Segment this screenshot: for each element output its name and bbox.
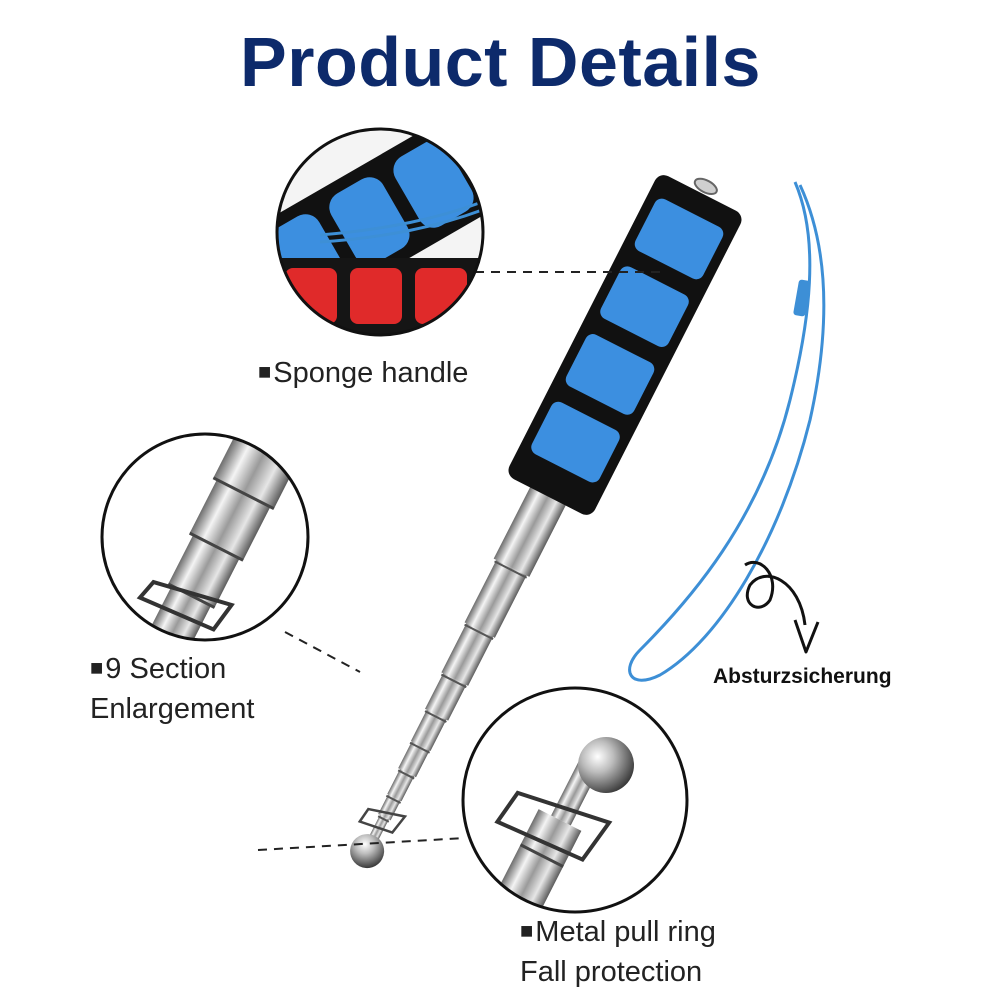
label-ring-line1: Metal pull ring: [535, 916, 716, 948]
pointer-section-6: [398, 741, 430, 778]
pointer-section-4: [425, 673, 467, 721]
label-sponge-handle: ■Sponge handle: [258, 352, 468, 393]
callout-lines: [257, 271, 660, 851]
pointer-section-7: [387, 769, 415, 802]
curly-arrow-icon: [744, 561, 820, 654]
label-sponge-text: Sponge handle: [273, 357, 469, 389]
label-absturzsicherung: Absturzsicherung: [713, 665, 892, 688]
label-sections-line2: Enlargement: [90, 693, 255, 725]
pointer-ball-tip: [350, 834, 385, 869]
sponge-handle: [508, 175, 742, 515]
bullet-icon: ■: [258, 359, 272, 384]
bullet-icon: ■: [520, 918, 534, 943]
telescopic-pointer: [350, 175, 742, 869]
pull-ring-small: [357, 807, 408, 834]
label-sections: ■9 Section Enlargement: [90, 648, 254, 729]
pointer-section-1: [493, 478, 571, 577]
label-metal-ring: ■Metal pull ring Fall protection: [520, 911, 716, 992]
pointer-section-2: [464, 560, 527, 638]
pointer-section-5: [410, 709, 447, 751]
strap-clip: [793, 279, 811, 317]
bullet-icon: ■: [90, 655, 104, 680]
zoom-metal-ring: [461, 686, 689, 914]
label-ring-line2: Fall protection: [520, 956, 703, 988]
zoom-sponge-handle: [275, 127, 485, 337]
label-sections-line1: 9 Section: [105, 653, 227, 685]
zoom-sections: [100, 432, 310, 642]
pointer-section-3: [441, 623, 494, 686]
page-title: Product Details: [240, 23, 761, 101]
lanyard-strap: [628, 181, 826, 682]
